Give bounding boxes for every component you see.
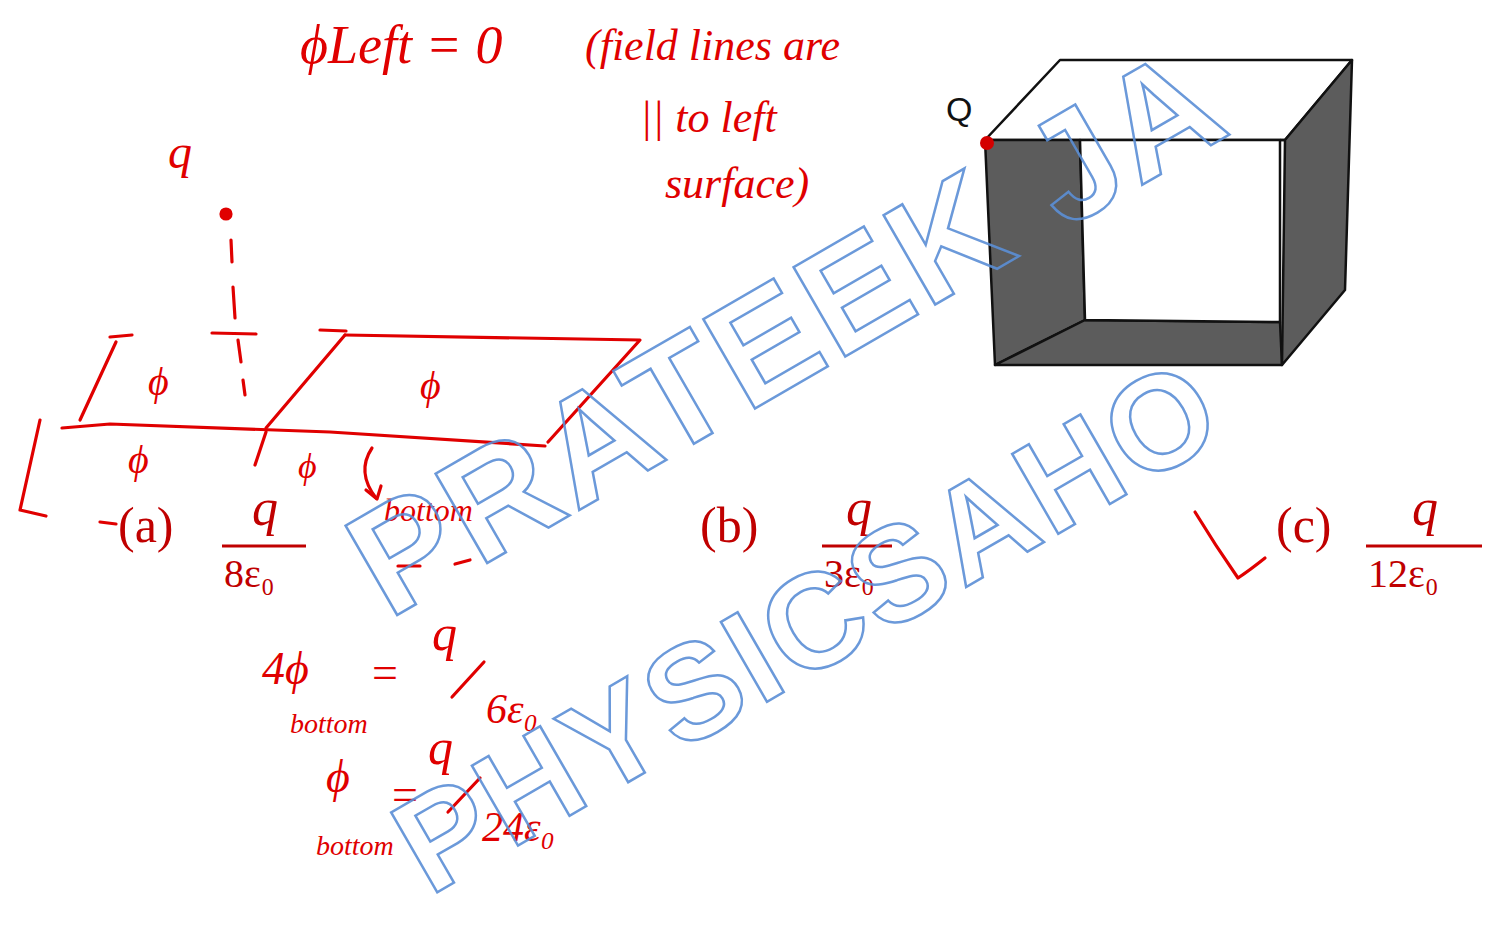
underline-stroke bbox=[100, 522, 116, 524]
tick-mark bbox=[1195, 512, 1265, 578]
handwritten-note: (field lines are bbox=[585, 24, 840, 68]
option-label: (c) bbox=[1276, 500, 1332, 550]
flux-symbol: ϕ bbox=[148, 362, 169, 402]
flux-equation: ϕLeft = 0 bbox=[300, 18, 502, 72]
dashed-line bbox=[238, 340, 241, 362]
flux-symbol: ϕ bbox=[298, 448, 317, 484]
flux-symbol: 4ϕ bbox=[262, 646, 309, 692]
face-name: bottom bbox=[290, 710, 368, 738]
edge-dash bbox=[212, 333, 256, 334]
cube-edge bbox=[1280, 139, 1285, 142]
plane-edge bbox=[255, 432, 266, 465]
fraction-slash bbox=[452, 662, 484, 697]
flux-symbol: ϕ bbox=[128, 440, 149, 480]
edge-dash bbox=[110, 335, 132, 337]
edge-dash bbox=[320, 330, 346, 331]
option-label: (b) bbox=[700, 500, 758, 550]
fraction-bar bbox=[1366, 545, 1482, 548]
dashed-line bbox=[231, 240, 232, 262]
cube-right-wall bbox=[1282, 60, 1352, 365]
option-label: (a) bbox=[118, 500, 174, 550]
bracket bbox=[80, 342, 116, 420]
plane-edge bbox=[266, 335, 345, 428]
handwritten-note: surface) bbox=[665, 162, 809, 206]
charge-label: Q bbox=[946, 92, 972, 126]
charge-dot bbox=[221, 209, 231, 219]
fraction-numerator: q bbox=[1412, 482, 1438, 534]
face-name: bottom bbox=[316, 832, 394, 860]
charge-label: q bbox=[168, 128, 192, 176]
fraction-bar bbox=[222, 545, 306, 548]
flux-symbol: ϕ bbox=[326, 754, 350, 800]
fraction-denominator: 12ε₀ bbox=[1368, 554, 1439, 594]
dashed-line bbox=[233, 287, 235, 318]
fraction-denominator: 8ε₀ bbox=[224, 554, 275, 594]
fraction-numerator: q bbox=[252, 482, 278, 534]
equals-sign: = bbox=[372, 650, 398, 696]
dashed-line bbox=[243, 380, 245, 395]
flux-symbol: ϕ bbox=[420, 366, 441, 406]
bracket bbox=[20, 420, 46, 516]
handwritten-note: || to left bbox=[640, 96, 777, 140]
